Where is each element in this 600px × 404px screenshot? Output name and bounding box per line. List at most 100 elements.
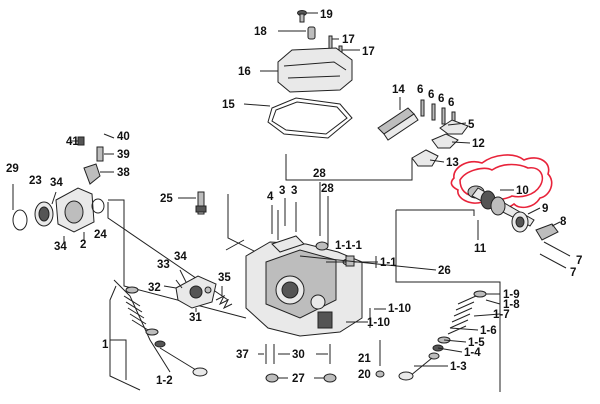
part-9-bearing — [511, 207, 541, 233]
label-23: 23 — [29, 175, 42, 187]
label-38: 38 — [117, 167, 130, 179]
label-32: 32 — [148, 282, 161, 294]
part-5-rocker-arm — [439, 119, 469, 135]
part-29-clamp — [12, 184, 28, 231]
part-1-3-valve — [398, 357, 433, 381]
label-7b: 7 — [570, 267, 576, 279]
label-1-10a: 1-10 — [388, 303, 411, 315]
valve-springs-right — [447, 295, 477, 335]
label-12: 12 — [472, 138, 485, 150]
label-19: 19 — [320, 9, 333, 21]
label-6a: 6 — [417, 84, 423, 96]
label-3a: 3 — [279, 185, 285, 197]
part-4-studs — [271, 205, 279, 240]
label-1-9: 1-9 — [503, 289, 520, 301]
valve-group-left — [109, 279, 208, 391]
part-37-stud — [258, 344, 267, 364]
part-1-cylinder-head — [245, 235, 363, 337]
label-4: 4 — [267, 191, 274, 203]
label-7a: 7 — [576, 255, 582, 267]
label-6c: 6 — [438, 93, 444, 105]
label-25: 25 — [160, 193, 173, 205]
part-3-studs — [284, 198, 297, 232]
label-6b: 6 — [428, 89, 434, 101]
label-41: 41 — [66, 136, 79, 148]
part-labels: 19 18 17 17 16 15 14 6 6 6 6 5 12 13 10 … — [6, 9, 582, 387]
label-17b: 17 — [362, 46, 375, 58]
label-1-1-1: 1-1-1 — [335, 240, 362, 252]
label-1-4: 1-4 — [464, 347, 481, 359]
valve-springs-left — [123, 286, 166, 348]
part-18-grommet — [278, 26, 316, 40]
label-1-2: 1-2 — [156, 375, 173, 387]
label-40: 40 — [117, 131, 130, 143]
label-34b: 34 — [54, 241, 67, 253]
part-25-spark-plug — [178, 191, 207, 215]
part-14-rocker-shaft — [377, 97, 419, 141]
label-20: 20 — [358, 369, 371, 381]
bottom-fasteners — [258, 340, 385, 383]
label-1-3: 1-3 — [450, 361, 467, 373]
label-34c: 34 — [174, 251, 187, 263]
label-27: 27 — [292, 373, 305, 385]
label-34a: 34 — [50, 177, 63, 189]
water-outlet-housing — [55, 187, 95, 233]
part-19-bolt — [297, 10, 318, 23]
part-35-spring — [215, 286, 233, 310]
part-28-bolts — [319, 182, 329, 246]
label-18: 18 — [254, 26, 267, 38]
label-13: 13 — [446, 157, 459, 169]
label-35: 35 — [218, 272, 231, 284]
water-outlet-group — [12, 133, 247, 319]
rocker-arm-group — [377, 97, 471, 167]
part-13-rocker-arm — [411, 149, 445, 167]
label-14: 14 — [392, 84, 405, 96]
label-1-10b: 1-10 — [367, 317, 390, 329]
part-1-10-bolts — [346, 308, 386, 328]
part-8-plate — [535, 221, 561, 241]
label-6d: 6 — [448, 97, 454, 109]
label-10: 10 — [516, 185, 529, 197]
label-1-7: 1-7 — [493, 309, 510, 321]
label-1-8: 1-8 — [503, 299, 520, 311]
camshaft-group — [450, 154, 571, 269]
label-16: 16 — [238, 66, 251, 78]
label-28b: 28 — [321, 183, 334, 195]
part-7-bolts — [539, 241, 571, 269]
label-29: 29 — [6, 163, 19, 175]
part-1-2-valve — [159, 347, 208, 377]
label-39: 39 — [117, 149, 130, 161]
label-30: 30 — [292, 349, 305, 361]
label-28a: 28 — [313, 168, 326, 180]
label-26: 26 — [438, 265, 451, 277]
valve-group-right — [398, 290, 501, 381]
label-11: 11 — [474, 243, 487, 255]
part-24-o-ring — [91, 198, 105, 214]
label-5: 5 — [468, 119, 475, 131]
part-27-washers — [265, 373, 337, 383]
label-2: 2 — [80, 239, 86, 251]
label-8: 8 — [560, 216, 567, 228]
label-21: 21 — [358, 353, 371, 365]
part-12-rocker-arm — [431, 133, 471, 149]
label-17a: 17 — [342, 34, 355, 46]
valve-cover-group — [243, 10, 360, 139]
label-3b: 3 — [291, 185, 297, 197]
part-38-sensor — [83, 163, 114, 185]
tensioner-group — [163, 269, 233, 312]
label-37: 37 — [236, 349, 249, 361]
part-39-40-41-fittings — [70, 133, 115, 162]
label-1-5: 1-5 — [468, 337, 485, 349]
camshaft-highlight — [450, 154, 553, 210]
part-30-studs — [273, 344, 331, 364]
label-9: 9 — [542, 203, 548, 215]
part-16-cylinder-head-cover — [260, 47, 353, 93]
part-15-gasket — [243, 97, 353, 139]
label-33: 33 — [157, 259, 170, 271]
cylinder-head-group — [225, 154, 501, 392]
label-15: 15 — [222, 99, 235, 111]
label-1-6: 1-6 — [480, 325, 497, 337]
label-1: 1 — [102, 339, 109, 351]
label-31: 31 — [189, 312, 202, 324]
